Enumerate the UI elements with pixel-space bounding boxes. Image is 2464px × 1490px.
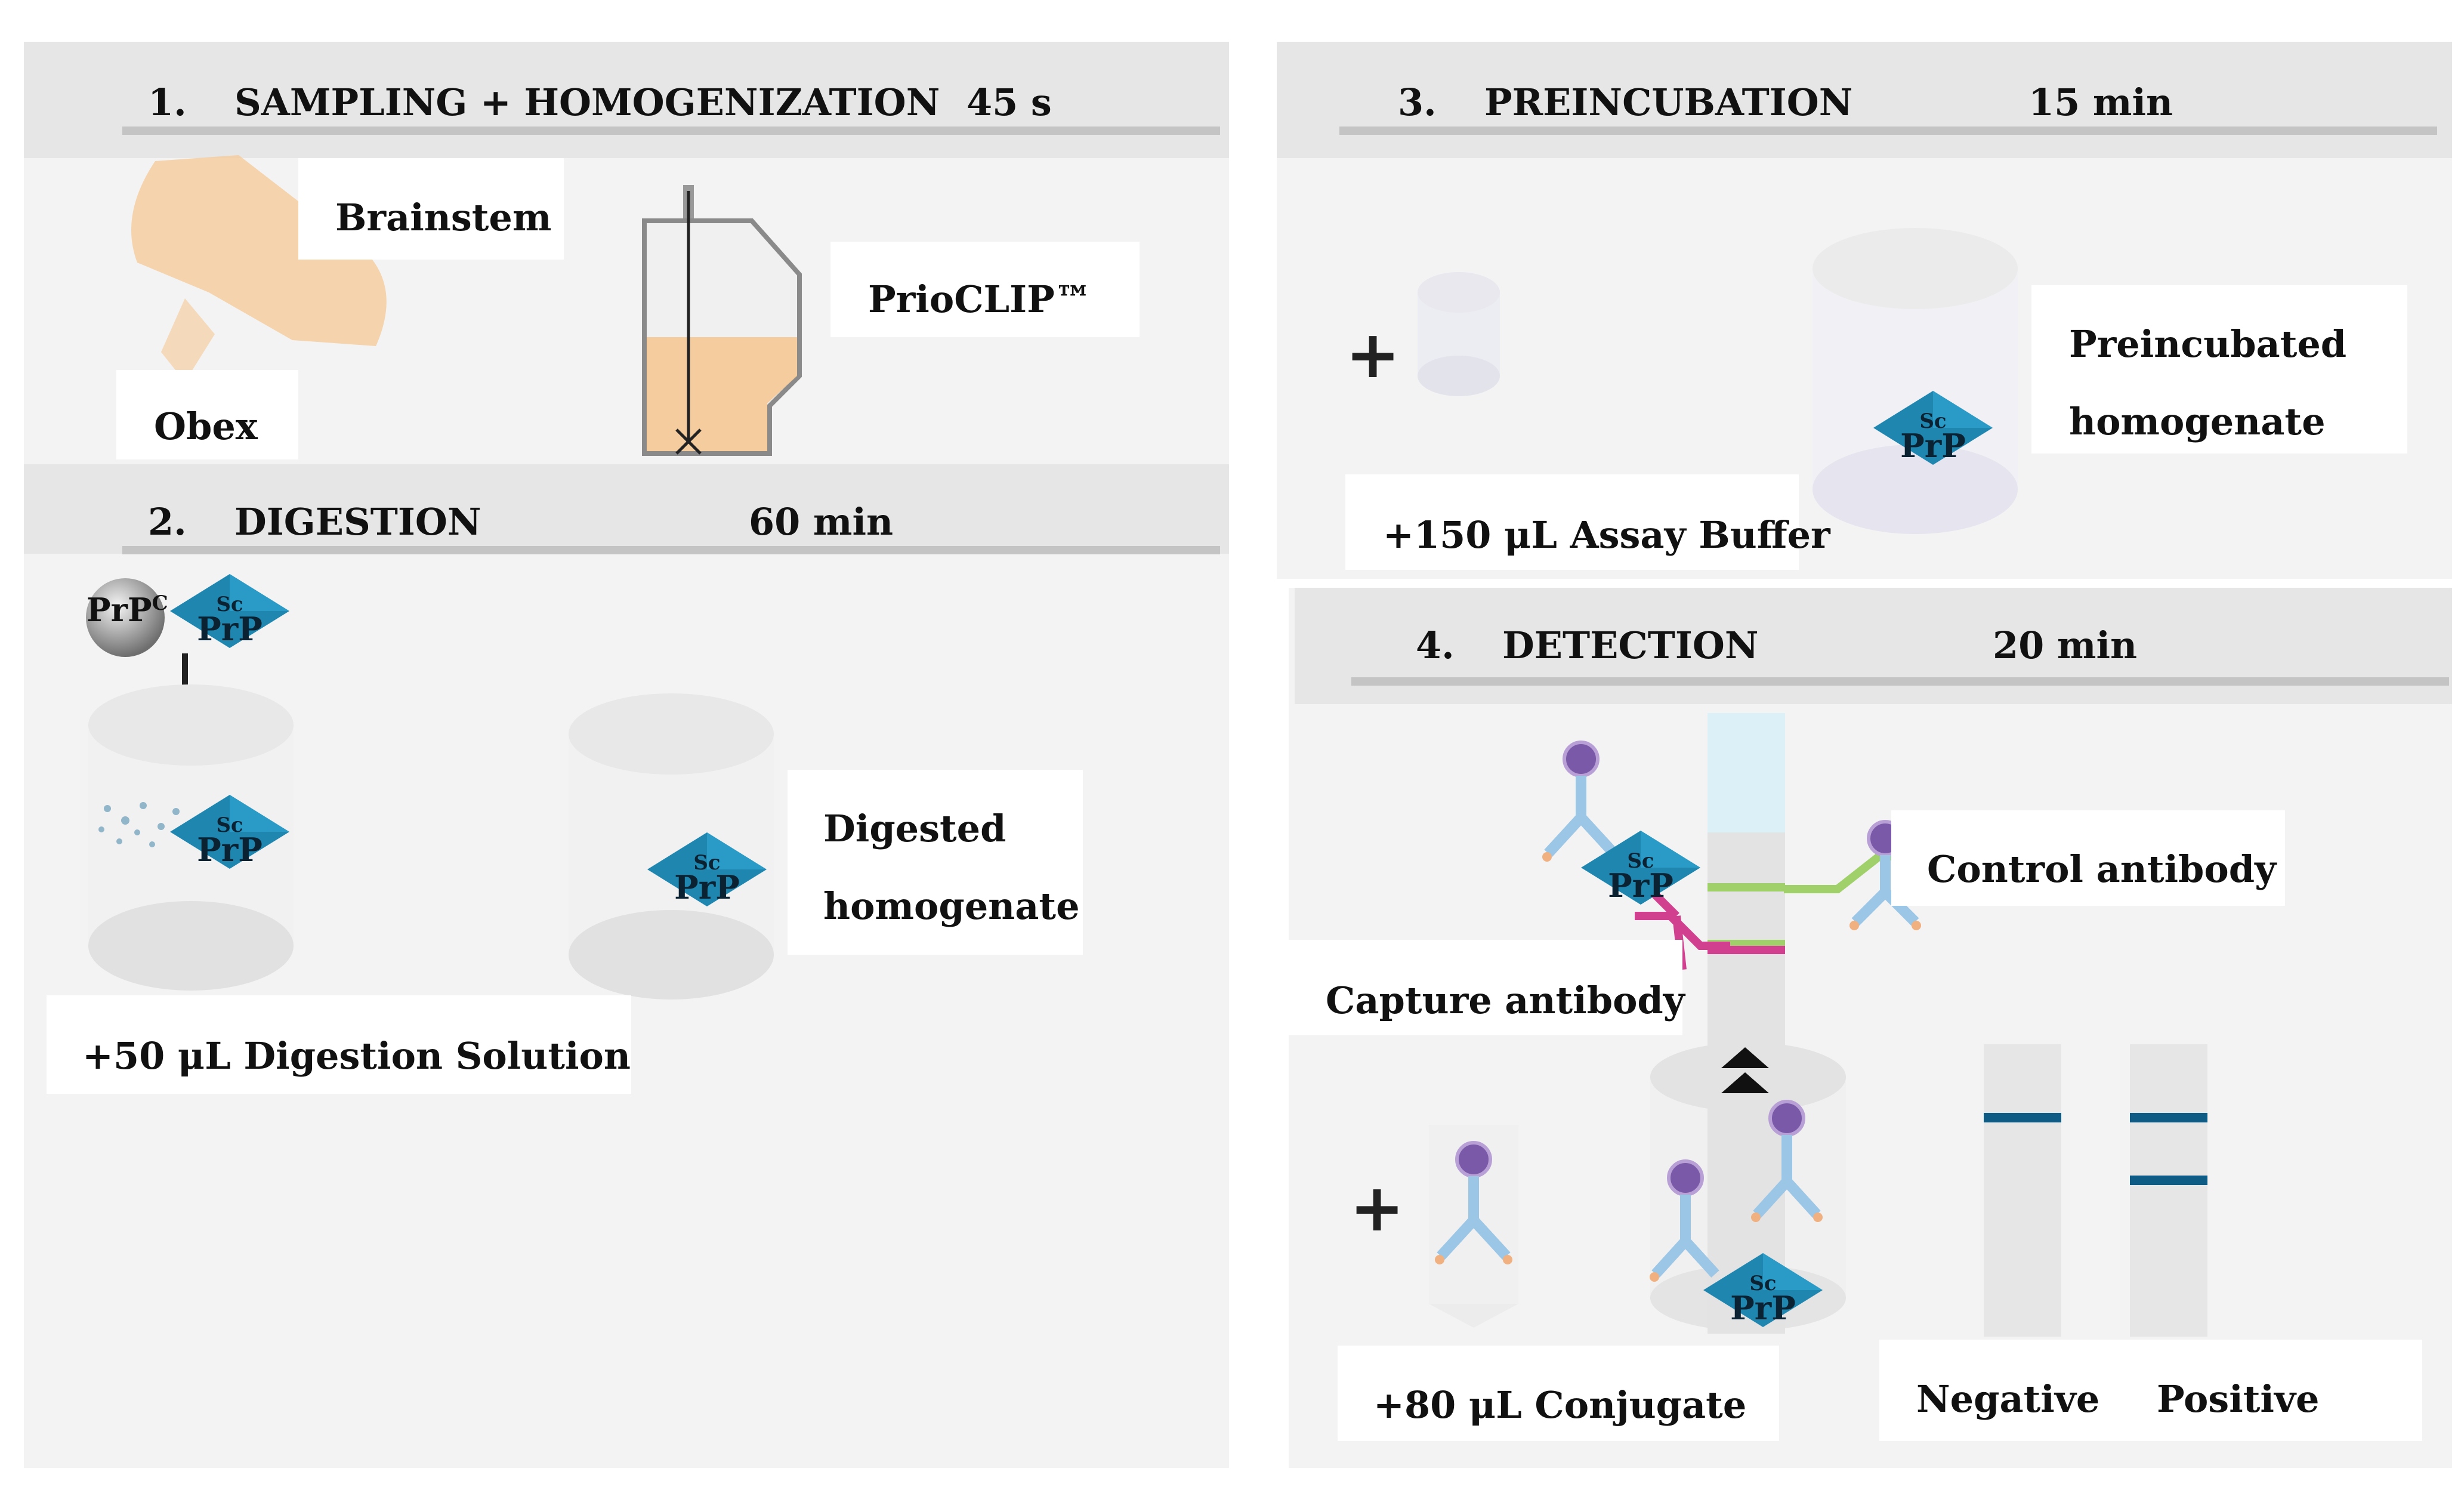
obex-label: Obex <box>154 405 258 448</box>
digestion-solution-box <box>47 995 631 1094</box>
prpc-label: PrPC <box>87 591 168 629</box>
negative-result-strip <box>1984 1044 2061 1337</box>
brainstem-label-box <box>298 158 564 260</box>
capture-antibody-box <box>1289 940 1682 1035</box>
prpc-sphere-icon <box>86 578 165 657</box>
result-labels-box <box>1879 1340 2422 1441</box>
conjugate-antibody-well-left-icon <box>1650 1159 1719 1282</box>
step-3-header-bar <box>1277 42 2452 158</box>
conjugate-box <box>1338 1346 1779 1441</box>
step-4-header-bar <box>1295 588 2452 704</box>
conjugate-antibody-well-right-icon <box>1751 1100 1823 1222</box>
digested-label-box <box>788 770 1083 955</box>
brainstem-label: Brainstem <box>335 196 552 239</box>
preincubated-label-box <box>2031 285 2407 454</box>
digestion-solution-label: +50 μL Digestion Solution <box>82 1034 631 1078</box>
conjugate-vial-icon <box>1429 1125 1518 1328</box>
positive-label: Positive <box>2157 1377 2320 1421</box>
step-2-rule <box>122 546 1220 554</box>
preincubated-tube-icon <box>1813 228 2018 534</box>
step-2-header-bar <box>24 464 1229 554</box>
conjugate-label: +80 μL Conjugate <box>1373 1383 1747 1427</box>
step-3-number: 3. <box>1398 81 1437 124</box>
capture-antibody-label: Capture antibody <box>1326 979 1685 1022</box>
preincubated-label-line1: Preincubated <box>2069 322 2347 366</box>
step-1-title: SAMPLING + HOMOGENIZATION <box>234 81 940 124</box>
step-2-duration: 60 min <box>749 500 894 544</box>
step-1-header-bar <box>24 42 1229 158</box>
step-3-duration: 15 min <box>2028 81 2173 124</box>
step-1-rule <box>122 127 1220 135</box>
digested-label-line2: homogenate <box>823 884 1080 928</box>
control-band <box>1707 883 1785 891</box>
control-antibody-box <box>1891 810 2285 906</box>
plus-icon-assay: + <box>1345 316 1401 393</box>
obex-label-box <box>116 370 298 459</box>
double-chevron-up-icon <box>1721 1047 1769 1093</box>
brainstem-tissue-icon <box>131 155 387 382</box>
positive-result-strip <box>2130 1044 2207 1337</box>
digested-label-line1: Digested <box>823 807 1006 850</box>
step-2-title: DIGESTION <box>234 500 481 544</box>
step-2-number: 2. <box>148 500 187 544</box>
step-4-number: 4. <box>1416 624 1455 667</box>
conjugate-antibody-upper-icon <box>1542 741 1620 862</box>
prioclip-label-box <box>830 242 1140 337</box>
step-1-duration: 45 s <box>967 81 1052 124</box>
assay-buffer-label: +150 μL Assay Buffer <box>1383 513 1830 557</box>
plus-icon-conjugate: + <box>1350 1170 1405 1246</box>
prioclip-label: PrioCLIP™ <box>868 277 1092 321</box>
step-4-rule <box>1351 677 2449 686</box>
step-3-rule <box>1339 127 2437 135</box>
assay-buffer-box <box>1345 474 1799 570</box>
step-1-number: 1. <box>148 81 187 124</box>
step-3-title: PREINCUBATION <box>1484 81 1853 124</box>
assay-buffer-vial-icon <box>1418 272 1500 396</box>
control-antibody-label: Control antibody <box>1927 847 2277 891</box>
step-4-title: DETECTION <box>1502 624 1759 667</box>
prioclip-tube-icon <box>642 185 802 456</box>
digested-tube-icon <box>569 693 774 999</box>
step-4-duration: 20 min <box>1993 624 2138 667</box>
negative-label: Negative <box>1916 1377 2100 1421</box>
preincubated-label-line2: homogenate <box>2069 400 2326 443</box>
